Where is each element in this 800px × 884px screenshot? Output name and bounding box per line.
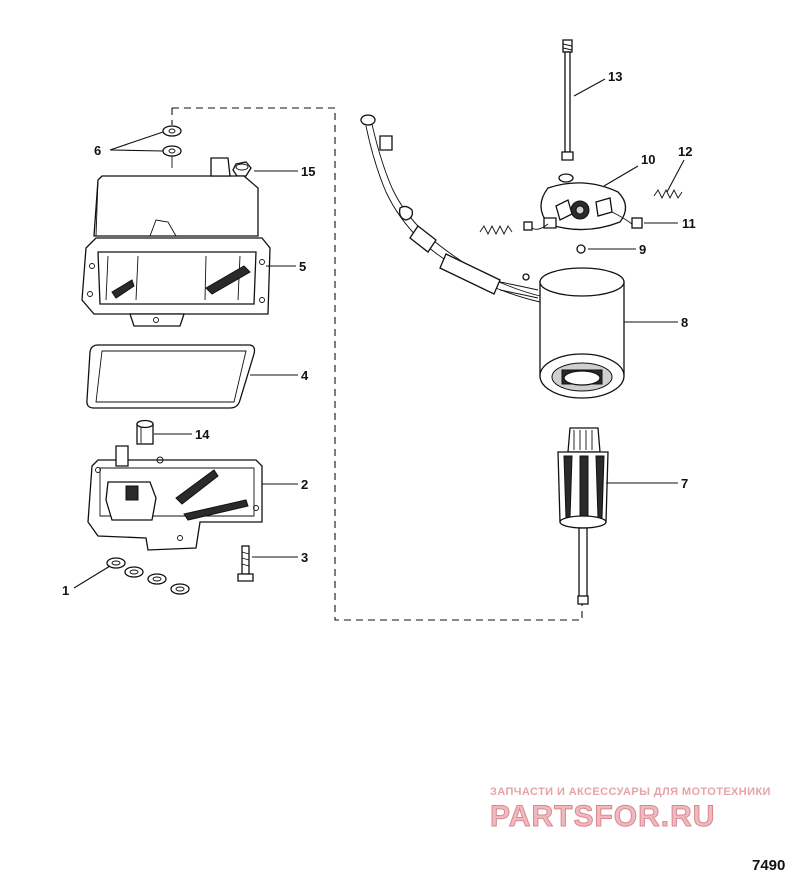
callout-1: 1 xyxy=(62,583,69,598)
part-7-armature xyxy=(557,427,609,605)
callout-5: 5 xyxy=(299,259,306,274)
part-13-through-bolt xyxy=(561,39,574,161)
part-3-screw xyxy=(237,545,254,582)
part-6-washers xyxy=(162,125,182,168)
callout-3: 3 xyxy=(301,550,308,565)
part-15-nut xyxy=(232,161,252,177)
watermark-logo: PARTSFOR.RU xyxy=(490,800,715,833)
part-14-bushing xyxy=(136,419,154,445)
callout-14: 14 xyxy=(195,427,210,442)
callout-8: 8 xyxy=(681,315,688,330)
leader-lines xyxy=(73,78,685,589)
part-8-motor-housing xyxy=(539,267,625,399)
callout-4: 4 xyxy=(301,368,309,383)
callout-7: 7 xyxy=(681,476,688,491)
callout-11: 11 xyxy=(682,216,696,231)
watermark-tagline: ЗАПЧАСТИ И АКСЕССУАРЫ ДЛЯ МОТОТЕХНИКИ xyxy=(490,786,771,798)
part-2-end-plate xyxy=(87,445,263,551)
part-4-gasket xyxy=(86,344,256,409)
part-10-brush-plate xyxy=(523,173,643,231)
callout-10: 10 xyxy=(641,152,655,167)
watermark: ЗАПЧАСТИ И АКСЕССУАРЫ ДЛЯ МОТОТЕХНИКИ PA… xyxy=(490,786,771,834)
callout-15: 15 xyxy=(301,164,315,179)
callout-2: 2 xyxy=(301,477,308,492)
assembly-dashed-outline xyxy=(172,107,583,621)
callout-6: 6 xyxy=(94,143,101,158)
figure-number: 7490 xyxy=(752,857,785,874)
callout-12: 12 xyxy=(678,144,692,159)
callout-labels: 6 15 5 4 14 2 3 1 13 10 12 11 9 8 7 xyxy=(62,69,696,598)
callout-13: 13 xyxy=(608,69,622,84)
callout-9: 9 xyxy=(639,242,646,257)
part-5-housing-cover xyxy=(81,157,271,327)
part-1-washers xyxy=(106,557,190,595)
part-12-springs xyxy=(479,188,683,236)
wire-harness xyxy=(360,114,541,303)
part-9-washer xyxy=(576,244,586,254)
